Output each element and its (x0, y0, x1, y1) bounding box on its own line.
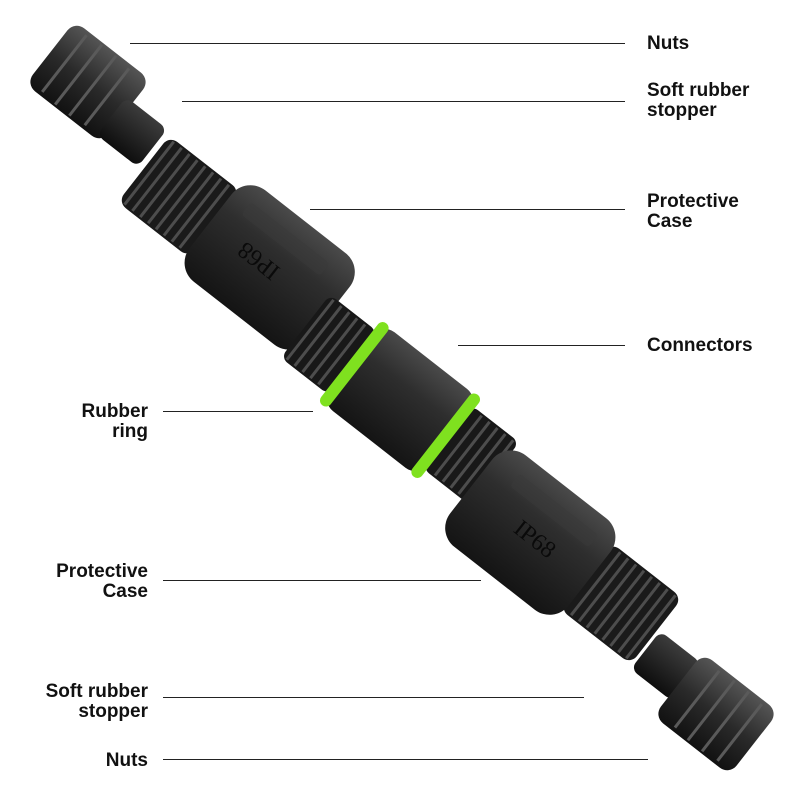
bottom-nut (658, 657, 774, 771)
top-protective-case: IP68 (121, 139, 355, 350)
leader-bottom-nuts (163, 759, 648, 760)
label-bottom-stopper: Soft rubber stopper (46, 682, 148, 722)
bottom-protective-case: IP68 (445, 450, 679, 661)
leader-rubber-ring (163, 411, 313, 412)
label-rubber-ring-line2: ring (112, 421, 148, 442)
label-bottom-case-line1: Protective (56, 561, 148, 582)
leader-top-stopper (182, 101, 625, 102)
o-ring-lower (411, 393, 481, 478)
label-top-case: Protective Case (647, 192, 739, 232)
leader-top-case (310, 209, 625, 210)
leader-bottom-stopper (163, 697, 584, 698)
leader-connectors (458, 345, 625, 346)
label-connectors-line1: Connectors (647, 335, 753, 356)
label-connectors: Connectors (647, 336, 753, 356)
label-bottom-stopper-line2: stopper (78, 701, 148, 722)
label-top-case-line2: Case (647, 211, 693, 232)
label-bottom-nuts-line1: Nuts (105, 750, 148, 771)
label-top-stopper: Soft rubber stopper (647, 81, 749, 121)
o-ring-upper (319, 322, 389, 407)
label-top-nuts-line1: Nuts (647, 33, 690, 54)
leader-bottom-case (163, 580, 481, 581)
label-bottom-case: Protective Case (56, 562, 148, 602)
label-top-nuts: Nuts (647, 34, 689, 54)
top-stopper (99, 100, 165, 164)
label-rubber-ring: Rubber ring (82, 402, 149, 442)
label-rubber-ring-line1: Rubber (81, 401, 149, 422)
label-bottom-nuts: Nuts (106, 751, 148, 771)
central-connector (284, 297, 516, 503)
leader-top-nuts (130, 43, 625, 44)
label-bottom-case-line2: Case (102, 581, 148, 602)
label-top-case-line1: Protective (647, 191, 739, 212)
label-top-stopper-line1: Soft rubber (647, 80, 750, 101)
label-top-stopper-line2: stopper (647, 100, 717, 121)
label-bottom-stopper-line1: Soft rubber (45, 681, 148, 702)
